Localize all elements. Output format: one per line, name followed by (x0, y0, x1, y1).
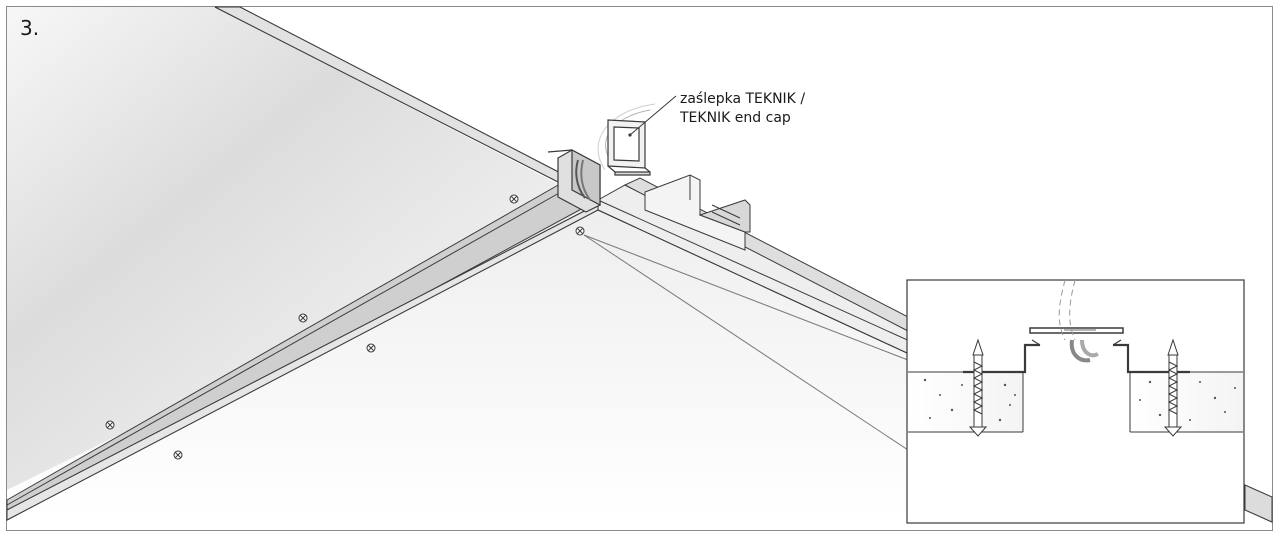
screw-icon (575, 226, 585, 236)
ceiling-surface-lower (7, 200, 910, 520)
profile-long (6, 183, 600, 521)
cable-detail (1058, 279, 1099, 363)
channel-piece (644, 174, 751, 251)
screw-detail-right (1163, 338, 1183, 437)
detail-leader-lines (583, 234, 909, 451)
screw-icon (298, 313, 308, 323)
corner-junction (547, 148, 601, 213)
screw-icon (366, 343, 376, 353)
concrete-right (1129, 371, 1243, 433)
screw-heads (105, 194, 585, 460)
screw-icon (509, 194, 519, 204)
end-cap (607, 119, 651, 176)
detail-inset (906, 279, 1245, 524)
screw-detail-left (968, 338, 988, 437)
ceiling-surface (7, 7, 598, 490)
callout-leader (629, 95, 677, 136)
screw-icon (173, 450, 183, 460)
cable-arc-2 (597, 103, 656, 171)
callout-dot (628, 133, 632, 137)
end-cap-label-en: TEKNIK end cap (679, 110, 791, 126)
concrete-left (908, 371, 1024, 433)
screw-icon (105, 420, 115, 430)
profile-cross-section (963, 327, 1190, 374)
end-cap-label-pl: zaślepka TEKNIK / (680, 91, 805, 107)
concrete-speckles (923, 378, 1236, 422)
step-number: 3. (20, 16, 39, 40)
